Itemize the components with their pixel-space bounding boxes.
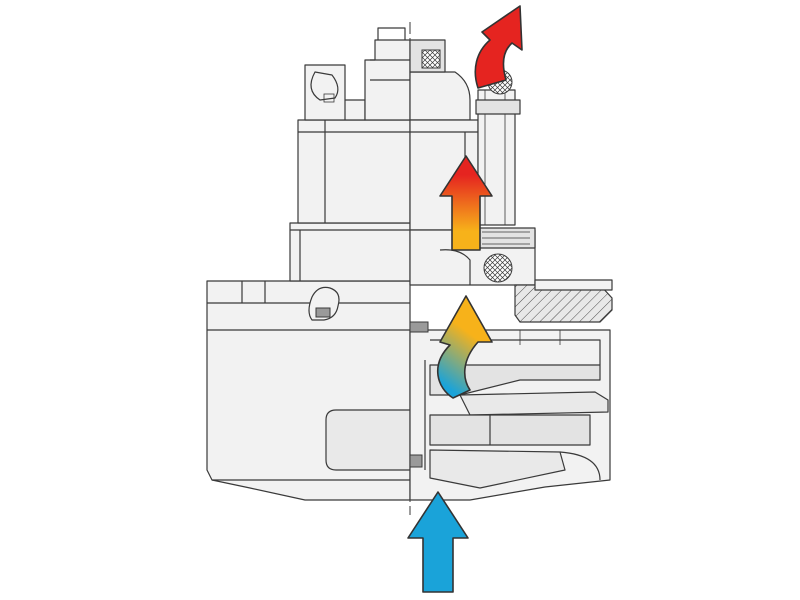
motor-dome-section <box>409 71 471 121</box>
motor-section-view <box>409 39 613 501</box>
motor-upper-body <box>297 119 411 224</box>
arrow-fan-outlet <box>436 295 493 399</box>
housing-window <box>325 409 411 471</box>
arrow-motor-passage <box>439 155 493 251</box>
arrow-intake <box>407 491 469 593</box>
motor-mid-body <box>289 222 411 282</box>
airflow-arrows <box>407 5 523 593</box>
arrow-exhaust <box>474 5 523 89</box>
motor-exterior-view <box>206 27 411 501</box>
impeller-blade-lower <box>429 414 591 446</box>
